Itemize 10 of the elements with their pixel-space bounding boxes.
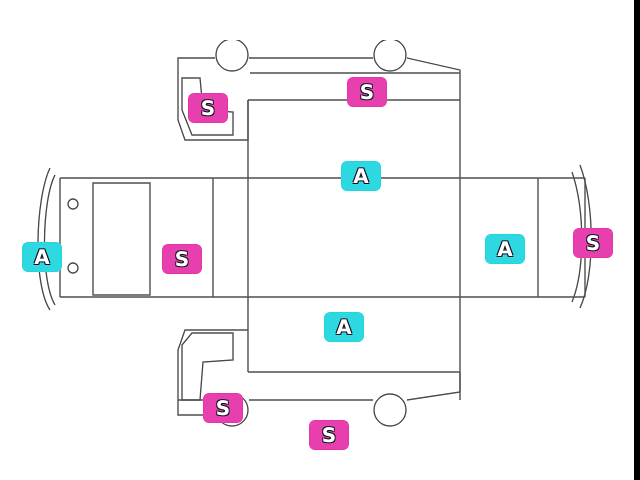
letter-badge: A — [341, 161, 381, 191]
letter-badge: A — [324, 312, 364, 342]
letter-badge: A — [485, 234, 525, 264]
letter-badge: S — [309, 420, 349, 450]
letter-badge: S — [347, 77, 387, 107]
letter-badge: S — [203, 393, 243, 423]
letter-badge: S — [573, 228, 613, 258]
letter-badge: S — [188, 93, 228, 123]
letter-badge: S — [162, 244, 202, 274]
letter-badge: A — [22, 242, 62, 272]
